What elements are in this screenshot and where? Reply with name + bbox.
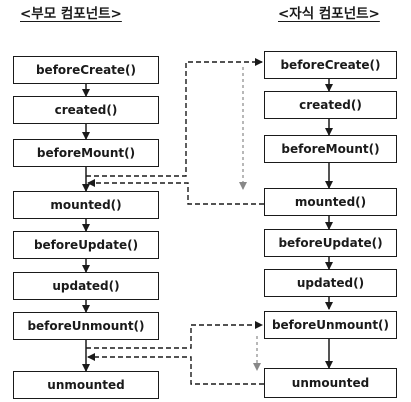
child-hook-before-unmount: beforeUnmount(): [264, 311, 397, 339]
dashed-arrow-to-parent-mounted: [87, 179, 264, 205]
parent-hook-before-create: beforeCreate(): [13, 56, 159, 84]
dashed-arrow-to-child-unmount: [86, 321, 263, 349]
parent-hook-created: created(): [13, 96, 159, 124]
child-hook-mounted: mounted(): [264, 188, 397, 216]
child-hook-before-update: beforeUpdate(): [264, 229, 397, 257]
child-hook-before-mount: beforeMount(): [264, 135, 397, 163]
dashed-arrow-to-parent-unmounted: [87, 353, 264, 385]
parent-heading: <부모 컴포넌트>: [20, 6, 122, 22]
parent-hook-before-unmount: beforeUnmount(): [13, 312, 159, 340]
child-hook-created: created(): [264, 91, 397, 119]
parent-hook-updated: updated(): [13, 272, 159, 300]
child-hook-updated: updated(): [264, 269, 397, 297]
dashed-arrow-to-child-create: [86, 58, 263, 177]
parent-hook-before-mount: beforeMount(): [13, 139, 159, 167]
parent-hook-unmounted: unmounted: [13, 371, 159, 399]
parent-hook-before-update: beforeUpdate(): [13, 231, 159, 259]
child-heading: <자식 컴포넌트>: [278, 6, 380, 22]
parent-hook-mounted: mounted(): [13, 191, 159, 219]
child-hook-unmounted: unmounted: [264, 368, 397, 398]
child-hook-before-create: beforeCreate(): [264, 51, 397, 79]
